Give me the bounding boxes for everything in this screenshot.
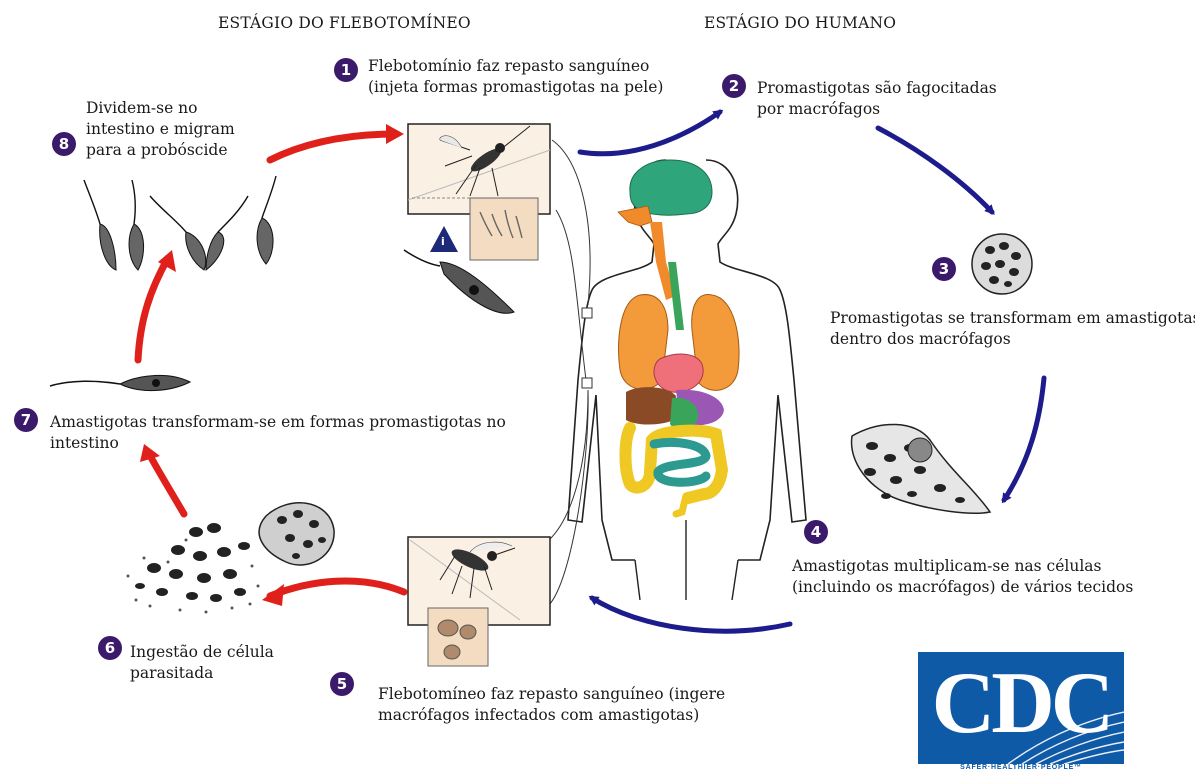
ingested-parasitized-cell xyxy=(127,503,335,614)
infective-marker-letter: i xyxy=(441,235,445,248)
human-stage-header: ESTÁGIO DO HUMANO xyxy=(704,14,896,32)
arrow-8-to-1 xyxy=(270,134,396,160)
vector-stage-header: ESTÁGIO DO FLEBOTOMÍNEO xyxy=(218,14,471,32)
step-7-text: Amastigotas transformam-se em formas pro… xyxy=(50,412,506,454)
sandfly-bite-panel-bottom xyxy=(408,537,550,666)
step-1-text: Flebotomínio faz repasto sanguíneo (inje… xyxy=(368,56,663,98)
step-5-line-2: macrófagos infectados com amastigotas) xyxy=(378,705,725,726)
sandfly-bite-panel-top xyxy=(408,124,550,260)
step-3-text: Promastigotas se transformam em amastigo… xyxy=(830,308,1195,350)
step-1-line-2: (injeta formas promastigotas na pele) xyxy=(368,77,663,98)
step-8-badge: 8 xyxy=(52,132,76,156)
step-1-badge: 1 xyxy=(334,58,358,82)
step-6-line-2: parasitada xyxy=(130,663,274,684)
step-2-line-1: Promastigotas são fagocitadas xyxy=(757,78,997,99)
human-body-figure xyxy=(568,160,806,600)
step-8-line-2: intestino e migram xyxy=(86,119,235,140)
step-6-text: Ingestão de célula parasitada xyxy=(130,642,274,684)
arrow-2-to-3 xyxy=(878,128,992,212)
step-7-line-1: Amastigotas transformam-se em formas pro… xyxy=(50,412,506,433)
step-6-line-1: Ingestão de célula xyxy=(130,642,274,663)
step-2-text: Promastigotas são fagocitadas por macróf… xyxy=(757,78,997,120)
arrow-1-to-2 xyxy=(580,112,720,154)
step-1-line-1: Flebotomínio faz repasto sanguíneo xyxy=(368,56,663,77)
step-6-badge: 6 xyxy=(98,636,122,660)
arrow-7-to-8 xyxy=(138,258,168,360)
step-3-line-1: Promastigotas se transformam em amastigo… xyxy=(830,308,1195,329)
dividing-promastigotes xyxy=(84,176,276,270)
step-8-line-3: para a probóscide xyxy=(86,140,235,161)
connector-lines xyxy=(549,140,592,605)
arrow-3-to-4 xyxy=(1004,378,1044,500)
step-2-line-2: por macrófagos xyxy=(757,99,997,120)
step-2-badge: 2 xyxy=(722,74,746,98)
step-5-text: Flebotomíneo faz repasto sanguíneo (inge… xyxy=(378,684,725,726)
step-4-text: Amastigotas multiplicam-se nas células (… xyxy=(792,556,1133,598)
macrophage-with-amastigotes xyxy=(972,234,1032,294)
step-7-line-2: intestino xyxy=(50,433,506,454)
gut-promastigote xyxy=(50,375,190,390)
cdc-logo: CDC xyxy=(918,652,1124,764)
step-7-badge: 7 xyxy=(14,408,38,432)
arrow-6-to-7 xyxy=(148,452,184,514)
step-5-badge: 5 xyxy=(330,672,354,696)
cdc-logo-letters: CDC xyxy=(918,656,1124,752)
arrow-5-to-6 xyxy=(270,581,404,596)
step-3-line-2: dentro dos macrófagos xyxy=(830,329,1195,350)
step-3-badge: 3 xyxy=(932,257,956,281)
step-5-line-1: Flebotomíneo faz repasto sanguíneo (inge… xyxy=(378,684,725,705)
step-8-line-1: Dividem-se no xyxy=(86,98,235,119)
step-4-badge: 4 xyxy=(804,520,828,544)
step-4-line-1: Amastigotas multiplicam-se nas células xyxy=(792,556,1133,577)
arrow-4-to-5 xyxy=(592,598,790,631)
cdc-logo-tagline: SAFER·HEALTHIER·PEOPLE™ xyxy=(918,764,1124,771)
step-8-text: Dividem-se no intestino e migram para a … xyxy=(86,98,235,161)
step-4-line-2: (incluindo os macrófagos) de vários teci… xyxy=(792,577,1133,598)
infected-tissue-cell xyxy=(852,424,990,513)
